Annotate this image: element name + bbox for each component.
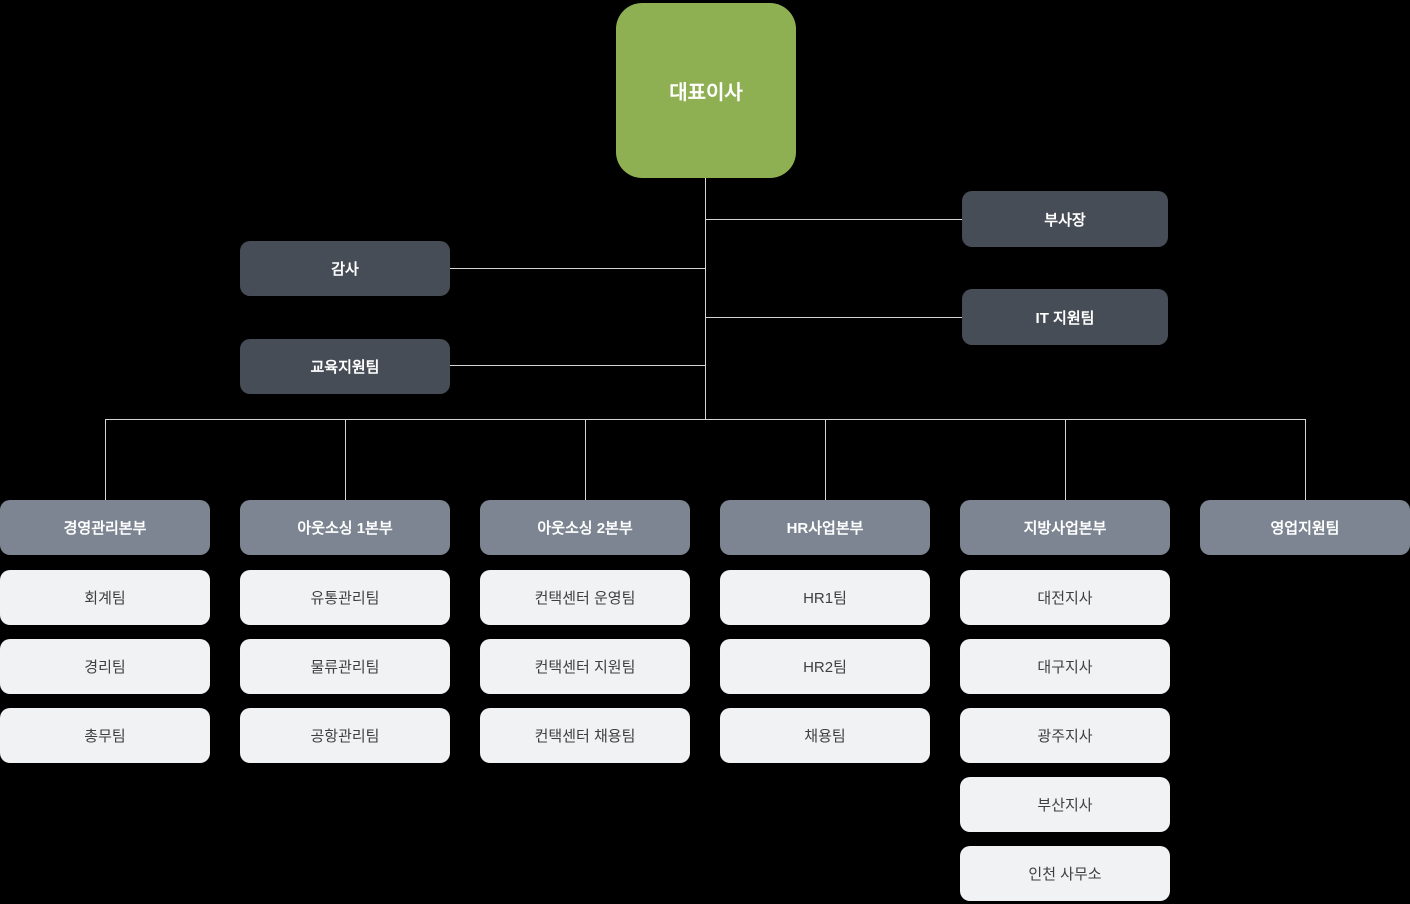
team-node: 부산지사 bbox=[960, 777, 1170, 832]
team-node: HR1팀 bbox=[720, 570, 930, 625]
connector-drop-division-3 bbox=[825, 419, 826, 500]
division-node-3: HR사업본부 bbox=[720, 500, 930, 555]
staff-node-audit: 감사 bbox=[240, 241, 450, 296]
team-node: 공항관리팀 bbox=[240, 708, 450, 763]
staff-node-edu-support: 교육지원팀 bbox=[240, 339, 450, 394]
division-node-5: 영업지원팀 bbox=[1200, 500, 1410, 555]
staff-node-it-support: IT 지원팀 bbox=[962, 289, 1168, 345]
connector-drop-division-5 bbox=[1305, 419, 1306, 500]
team-node: 물류관리팀 bbox=[240, 639, 450, 694]
team-node: 대전지사 bbox=[960, 570, 1170, 625]
connector-to-it-support bbox=[706, 317, 962, 318]
team-node: 컨택센터 운영팀 bbox=[480, 570, 690, 625]
connector-to-edu-support bbox=[450, 365, 705, 366]
connector-to-vp bbox=[706, 219, 962, 220]
ceo-node: 대표이사 bbox=[616, 3, 796, 178]
team-node: 컨택센터 채용팀 bbox=[480, 708, 690, 763]
connector-to-audit bbox=[450, 268, 705, 269]
connector-root-vertical bbox=[705, 178, 706, 419]
team-node: 컨택센터 지원팀 bbox=[480, 639, 690, 694]
division-node-2: 아웃소싱 2본부 bbox=[480, 500, 690, 555]
division-node-4: 지방사업본부 bbox=[960, 500, 1170, 555]
division-node-1: 아웃소싱 1본부 bbox=[240, 500, 450, 555]
team-node: 인천 사무소 bbox=[960, 846, 1170, 901]
team-node: 회계팀 bbox=[0, 570, 210, 625]
team-node: 대구지사 bbox=[960, 639, 1170, 694]
team-node: 총무팀 bbox=[0, 708, 210, 763]
connector-drop-division-1 bbox=[345, 419, 346, 500]
team-node: 광주지사 bbox=[960, 708, 1170, 763]
connector-drop-division-0 bbox=[105, 419, 106, 500]
team-node: 채용팀 bbox=[720, 708, 930, 763]
division-node-0: 경영관리본부 bbox=[0, 500, 210, 555]
team-node: 경리팀 bbox=[0, 639, 210, 694]
staff-node-vp: 부사장 bbox=[962, 191, 1168, 247]
connector-drop-division-4 bbox=[1065, 419, 1066, 500]
connector-divisions-trunk bbox=[105, 419, 1306, 420]
team-node: 유통관리팀 bbox=[240, 570, 450, 625]
team-node: HR2팀 bbox=[720, 639, 930, 694]
connector-drop-division-2 bbox=[585, 419, 586, 500]
